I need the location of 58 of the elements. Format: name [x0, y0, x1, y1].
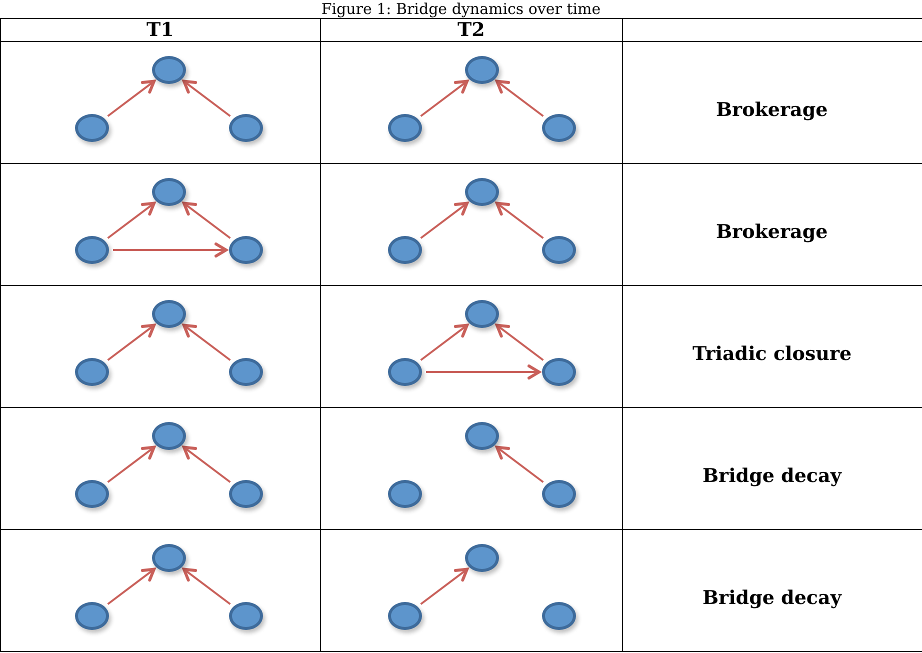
- arrow: [107, 202, 156, 239]
- arrow: [420, 568, 469, 605]
- arrow: [107, 80, 156, 117]
- arrow: [420, 324, 469, 361]
- network-node: [542, 114, 576, 142]
- network-node: [229, 114, 263, 142]
- network-node: [229, 602, 263, 630]
- network-node: [75, 358, 109, 386]
- network-node: [75, 114, 109, 142]
- arrow: [182, 202, 231, 239]
- network-node: [152, 178, 186, 206]
- network-node: [388, 358, 422, 386]
- arrow: [495, 202, 544, 239]
- network-node: [465, 422, 499, 450]
- network-node: [75, 602, 109, 630]
- network-node: [542, 602, 576, 630]
- arrow: [182, 324, 231, 361]
- network-node: [152, 422, 186, 450]
- network-node: [388, 114, 422, 142]
- arrow: [182, 80, 231, 117]
- network-node: [229, 358, 263, 386]
- network-node: [542, 358, 576, 386]
- network-node: [75, 236, 109, 264]
- arrow: [420, 202, 469, 239]
- network-node: [388, 236, 422, 264]
- arrow: [495, 324, 544, 361]
- arrow: [113, 242, 228, 258]
- arrow: [495, 446, 544, 483]
- arrow: [182, 568, 231, 605]
- network-node: [542, 480, 576, 508]
- arrow: [107, 446, 156, 483]
- arrow: [420, 80, 469, 117]
- row-label: Bridge decay: [702, 465, 842, 487]
- network-node: [152, 300, 186, 328]
- network-node: [542, 236, 576, 264]
- network-node: [465, 300, 499, 328]
- figure-title: Figure 1: Bridge dynamics over time: [321, 0, 601, 18]
- row-label: Bridge decay: [702, 587, 842, 609]
- arrow: [182, 446, 231, 483]
- network-node: [75, 480, 109, 508]
- arrow: [107, 324, 156, 361]
- network-node: [152, 56, 186, 84]
- row-label: Brokerage: [716, 99, 828, 121]
- network-node: [229, 236, 263, 264]
- row-label: Brokerage: [716, 221, 828, 243]
- network-node: [465, 178, 499, 206]
- network-node: [465, 56, 499, 84]
- network-node: [465, 544, 499, 572]
- column-header: T2: [458, 18, 485, 40]
- arrow: [426, 364, 540, 380]
- row-label: Triadic closure: [692, 343, 852, 365]
- column-header: T1: [146, 18, 174, 40]
- network-node: [152, 544, 186, 572]
- network-node: [388, 602, 422, 630]
- arrow: [495, 80, 544, 117]
- arrow: [107, 568, 156, 605]
- network-node: [388, 480, 422, 508]
- network-node: [229, 480, 263, 508]
